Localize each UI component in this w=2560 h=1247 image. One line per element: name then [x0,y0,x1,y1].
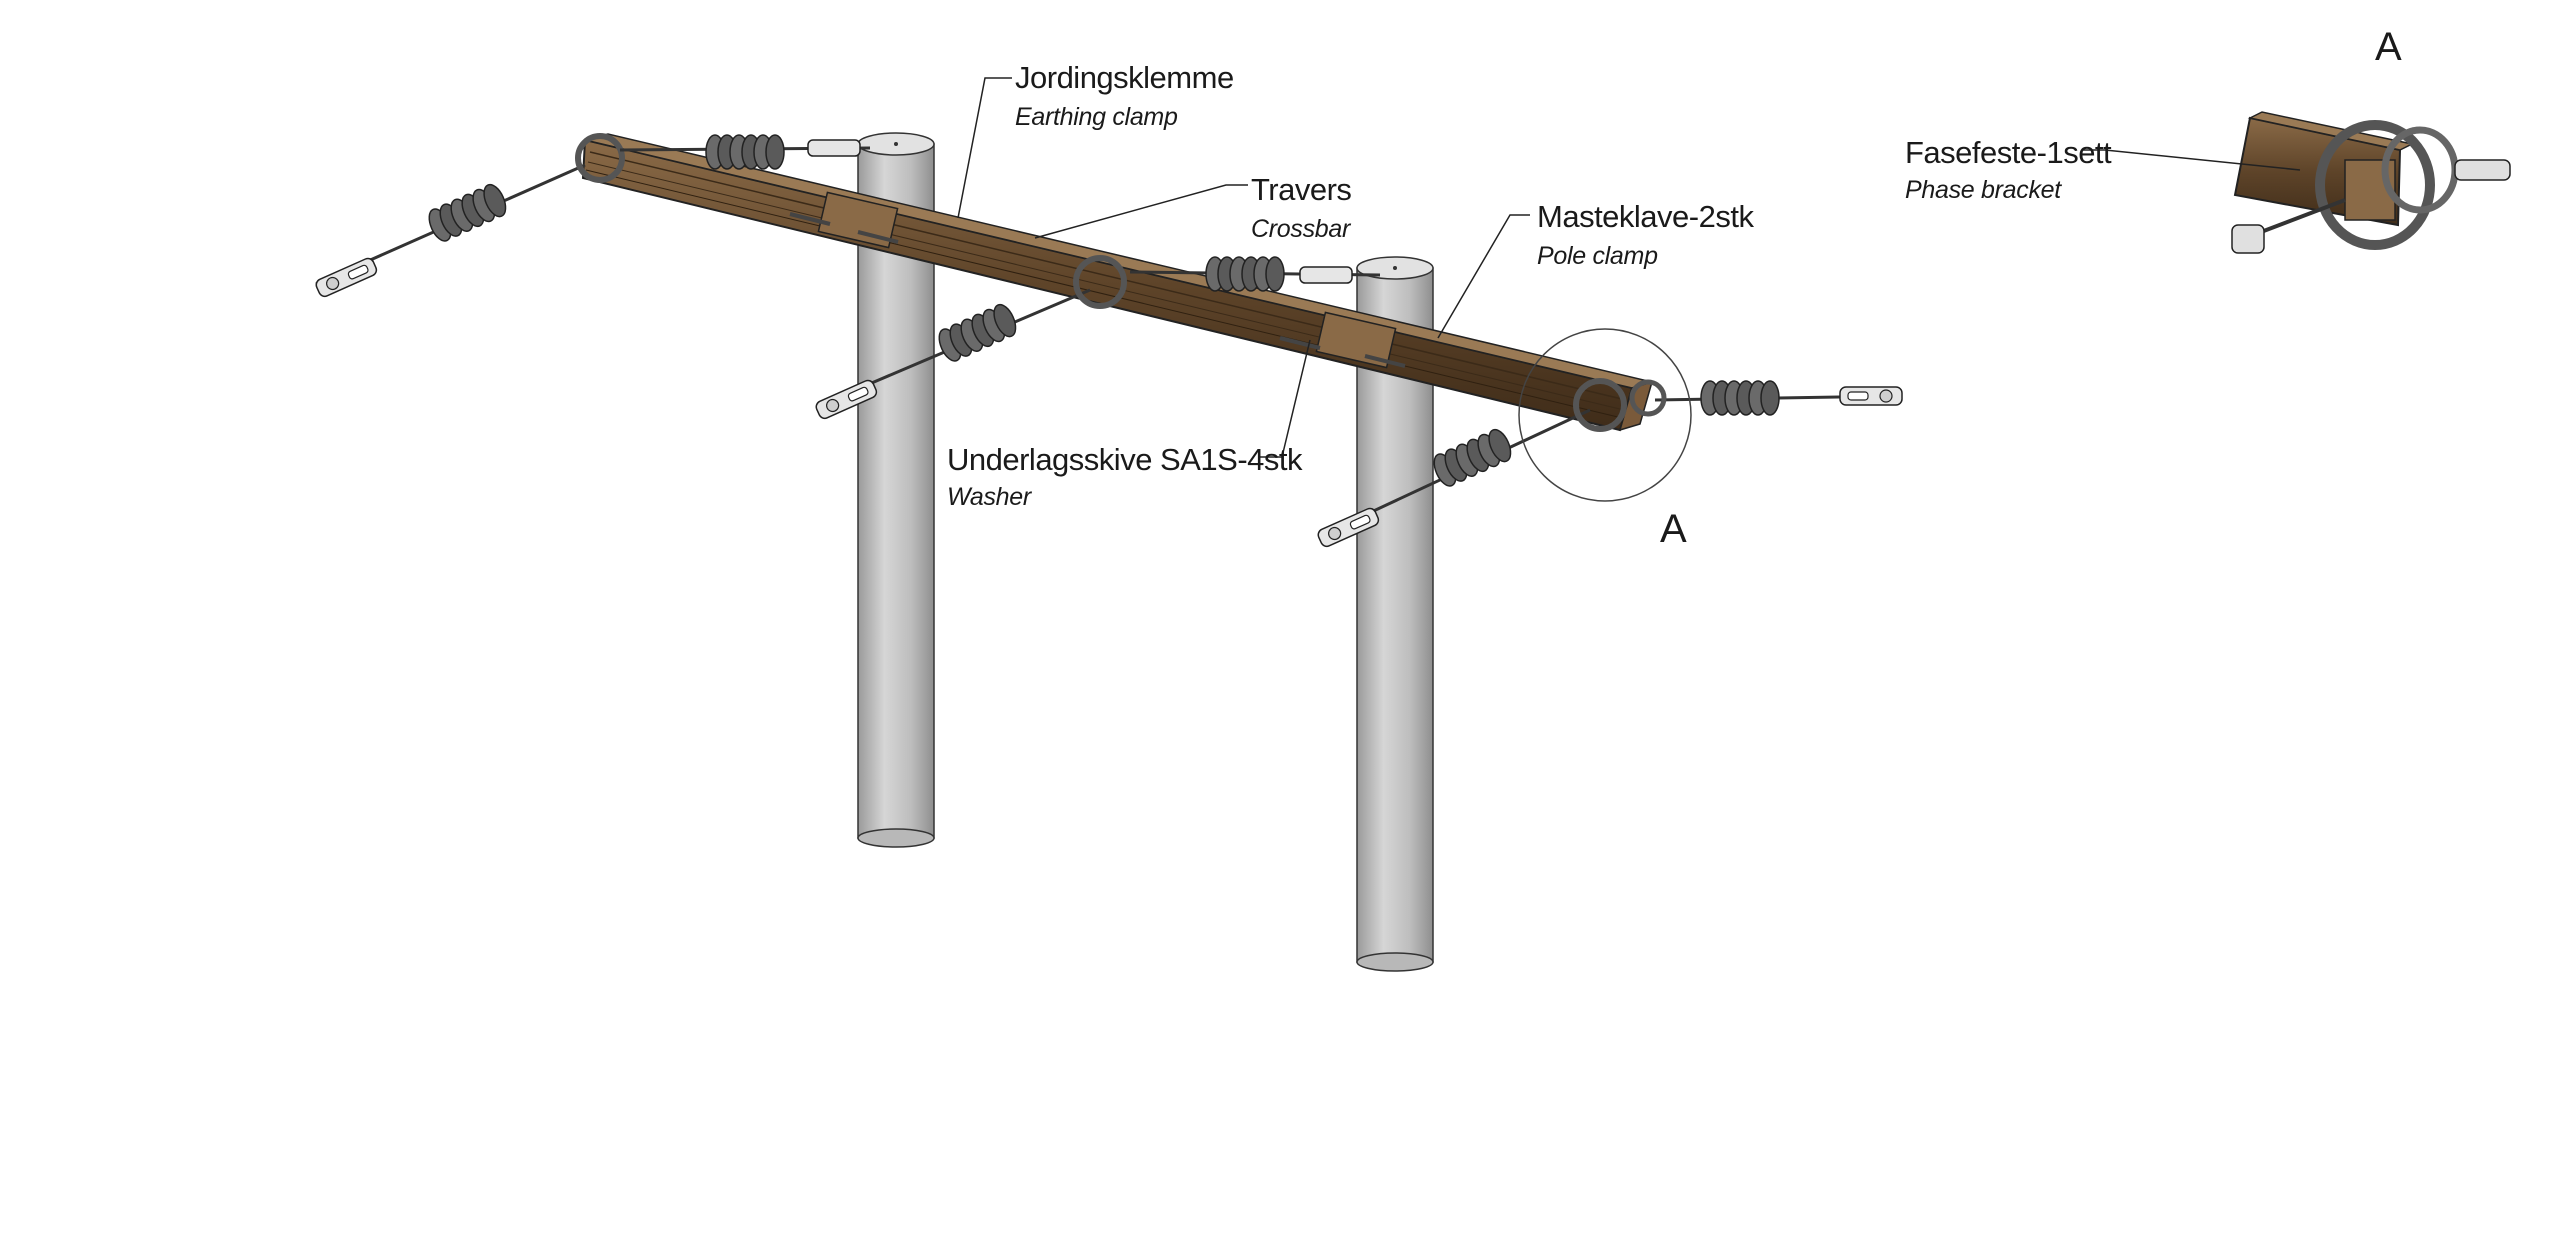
crossbar [581,133,1655,432]
detail-a-marker: A [1518,328,1692,551]
pole-clamp-label: Masteklave-2stk [1537,199,1754,234]
insulator-string-right-front [1315,378,1627,549]
crossbar-sublabel: Crossbar [1251,215,1352,243]
washer-label: Underlagsskive SA1S-4stk [947,442,1303,477]
detail-a-view-title: A [2375,25,2402,69]
label-crossbar: Travers Crossbar [1251,172,1352,243]
pole-right [1356,256,1434,972]
insulator-string-right-far [1629,379,1903,417]
insulator-string-back-left [619,134,871,170]
detail-a-marker-label: A [1660,507,1687,551]
insulator-string-middle-front [813,255,1127,421]
leader-lines [957,77,2301,458]
crossbar-label: Travers [1251,172,1351,207]
phase-bracket-label: Fasefeste-1sett [1905,135,2112,170]
label-earthing-clamp: Jordingsklemme Earthing clamp [1015,60,1234,131]
washer-sublabel: Washer [947,483,1033,511]
label-washer: Underlagsskive SA1S-4stk Washer [947,442,1303,511]
pole-clamp-sublabel: Pole clamp [1537,242,1658,270]
earthing-clamp-label: Jordingsklemme [1015,60,1234,95]
label-phase-bracket: Fasefeste-1sett Phase bracket [1905,135,2113,204]
detail-a-view: A [2231,25,2511,254]
label-pole-clamp: Masteklave-2stk Pole clamp [1537,199,1755,270]
insulator-string-back-middle [1129,256,1381,292]
insulator-string-left-far [313,133,625,299]
earthing-clamp-sublabel: Earthing clamp [1015,103,1178,131]
phase-bracket-sublabel: Phase bracket [1905,176,2062,204]
